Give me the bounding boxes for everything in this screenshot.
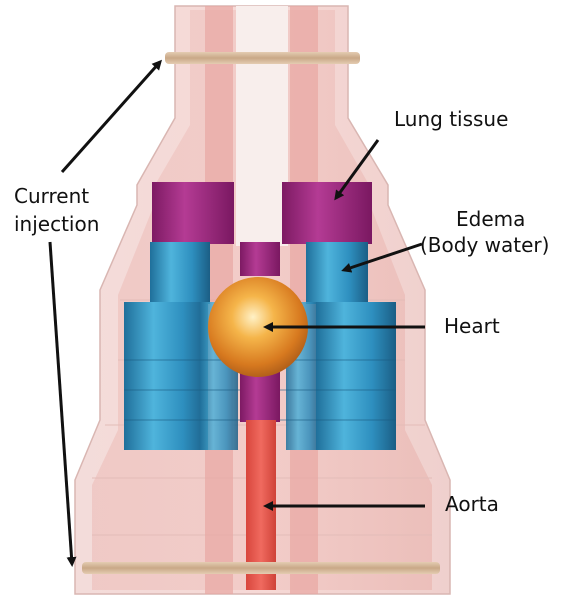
label-heart: Heart bbox=[444, 314, 500, 339]
central-core bbox=[236, 6, 288, 246]
edema-mid-left bbox=[124, 302, 208, 450]
edema-mid-right bbox=[316, 302, 396, 450]
label-body-water: (Body water) bbox=[420, 233, 549, 258]
edema-upper-left bbox=[150, 242, 210, 304]
label-edema: Edema bbox=[456, 207, 525, 232]
label-current: Current bbox=[14, 184, 89, 209]
lung-tissue-left bbox=[152, 182, 234, 244]
edema-upper-right bbox=[306, 242, 368, 304]
arrow-current-top bbox=[62, 62, 160, 172]
electrode-band-top bbox=[165, 52, 360, 64]
lung-tissue-right bbox=[282, 182, 372, 244]
label-injection: injection bbox=[14, 212, 99, 237]
arrow-current-bottom bbox=[50, 242, 72, 564]
lung-tissue-center bbox=[240, 242, 280, 276]
label-lung-tissue: Lung tissue bbox=[394, 107, 508, 132]
electrode-band-bottom bbox=[82, 562, 440, 574]
label-aorta: Aorta bbox=[445, 492, 499, 517]
